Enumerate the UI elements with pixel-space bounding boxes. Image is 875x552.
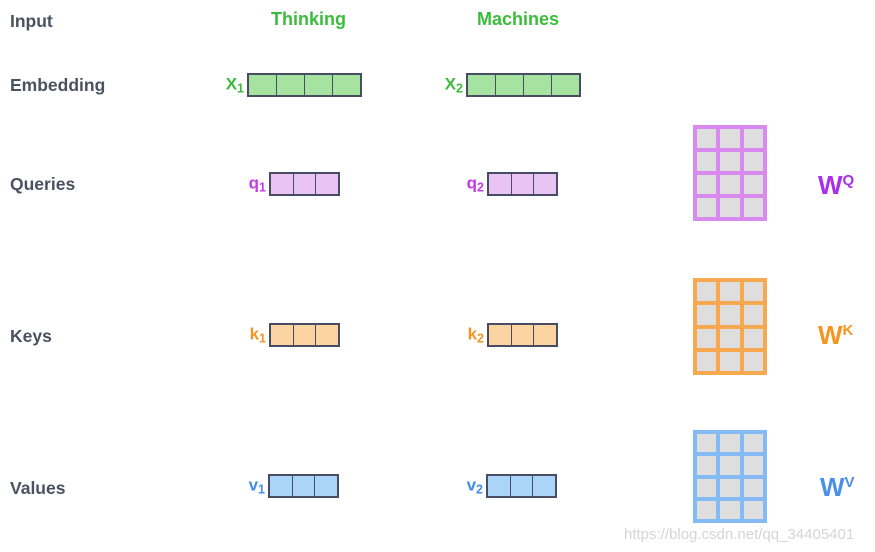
row-label-values: Values <box>10 478 66 498</box>
matrix-cell <box>697 282 717 302</box>
vector-label-k2: k2 <box>467 324 484 346</box>
vector-cell <box>305 75 333 95</box>
weight-matrix-wv <box>693 430 767 523</box>
matrix-cell <box>720 129 740 148</box>
query-vector-q1: q1 <box>249 172 340 196</box>
row-label-keys: Keys <box>10 326 52 346</box>
column-header-machines: Machines <box>477 9 560 29</box>
vector-cell <box>316 325 339 345</box>
vector-label-q2: q2 <box>466 173 484 195</box>
vector-cell <box>552 75 579 95</box>
vector-cell <box>524 75 552 95</box>
matrix-label-wk: WK <box>818 320 854 350</box>
matrix-cell <box>743 152 763 171</box>
vector-cell <box>293 174 317 194</box>
vector-cell <box>468 75 496 95</box>
matrix-cell <box>743 305 763 325</box>
row-label-queries: Queries <box>10 174 76 194</box>
matrix-cell <box>697 500 717 519</box>
vector-cell <box>533 476 556 496</box>
matrix-cell <box>743 129 763 148</box>
vector-label-v2: v2 <box>466 475 483 497</box>
vector-cell <box>489 325 512 345</box>
vector-cell <box>293 325 317 345</box>
matrix-cell <box>720 198 740 217</box>
matrix-label-wv: WV <box>820 472 855 502</box>
matrix-cell <box>720 328 740 348</box>
vector-cell <box>333 75 360 95</box>
matrix-cell <box>720 282 740 302</box>
vector-cell <box>316 174 339 194</box>
vector-cell <box>510 476 534 496</box>
matrix-cell <box>697 175 717 194</box>
value-vector-v2: v2 <box>467 474 557 498</box>
column-header-thinking: Thinking <box>271 9 346 29</box>
vector-label-v1: v1 <box>248 475 265 497</box>
vector-label-x2: X2 <box>444 74 463 96</box>
matrix-cell <box>697 478 717 497</box>
matrix-cell <box>720 305 740 325</box>
matrix-cell <box>743 351 763 371</box>
weight-matrix-wq <box>693 125 767 221</box>
key-vector-k1: k1 <box>250 323 340 347</box>
matrix-cell <box>697 152 717 171</box>
vector-label-q1: q1 <box>248 173 266 195</box>
matrix-cell <box>743 328 763 348</box>
vector-cell <box>271 325 294 345</box>
vector-cell <box>489 174 512 194</box>
matrix-cell <box>720 351 740 371</box>
vector-cell <box>534 325 557 345</box>
row-label-input: Input <box>10 11 53 31</box>
matrix-cell <box>697 434 717 453</box>
matrix-cell <box>743 198 763 217</box>
matrix-cell <box>743 456 763 475</box>
embedding-vector-x1: X1 <box>226 73 362 97</box>
row-label-embedding: Embedding <box>10 75 106 95</box>
matrix-cell <box>720 478 740 497</box>
vector-cell <box>511 325 535 345</box>
matrix-cell <box>743 478 763 497</box>
vector-cell <box>496 75 524 95</box>
matrix-cell <box>743 282 763 302</box>
matrix-cell <box>743 175 763 194</box>
matrix-cell <box>720 434 740 453</box>
matrix-cell <box>697 351 717 371</box>
vector-cell <box>249 75 277 95</box>
matrix-cell <box>720 152 740 171</box>
value-vector-v1: v1 <box>249 474 339 498</box>
vector-label-x1: X1 <box>225 74 244 96</box>
matrix-cell <box>743 434 763 453</box>
matrix-cell <box>743 500 763 519</box>
vector-cell <box>511 174 535 194</box>
matrix-label-wq: WQ <box>818 170 855 200</box>
matrix-cell <box>720 175 740 194</box>
weight-matrix-wk <box>693 278 767 375</box>
vector-cell <box>292 476 316 496</box>
query-vector-q2: q2 <box>467 172 558 196</box>
matrix-cell <box>720 500 740 519</box>
vector-cell <box>271 174 294 194</box>
vector-label-k1: k1 <box>249 324 266 346</box>
matrix-cell <box>720 456 740 475</box>
matrix-cell <box>697 305 717 325</box>
embedding-vector-x2: X2 <box>445 73 581 97</box>
vector-cell <box>534 174 557 194</box>
matrix-cell <box>697 198 717 217</box>
vector-cell <box>488 476 511 496</box>
matrix-cell <box>697 456 717 475</box>
matrix-cell <box>697 129 717 148</box>
vector-cell <box>277 75 305 95</box>
matrix-cell <box>697 328 717 348</box>
key-vector-k2: k2 <box>468 323 558 347</box>
watermark-url: https://blog.csdn.net/qq_34405401 <box>624 526 855 543</box>
vector-cell <box>315 476 338 496</box>
vector-cell <box>270 476 293 496</box>
